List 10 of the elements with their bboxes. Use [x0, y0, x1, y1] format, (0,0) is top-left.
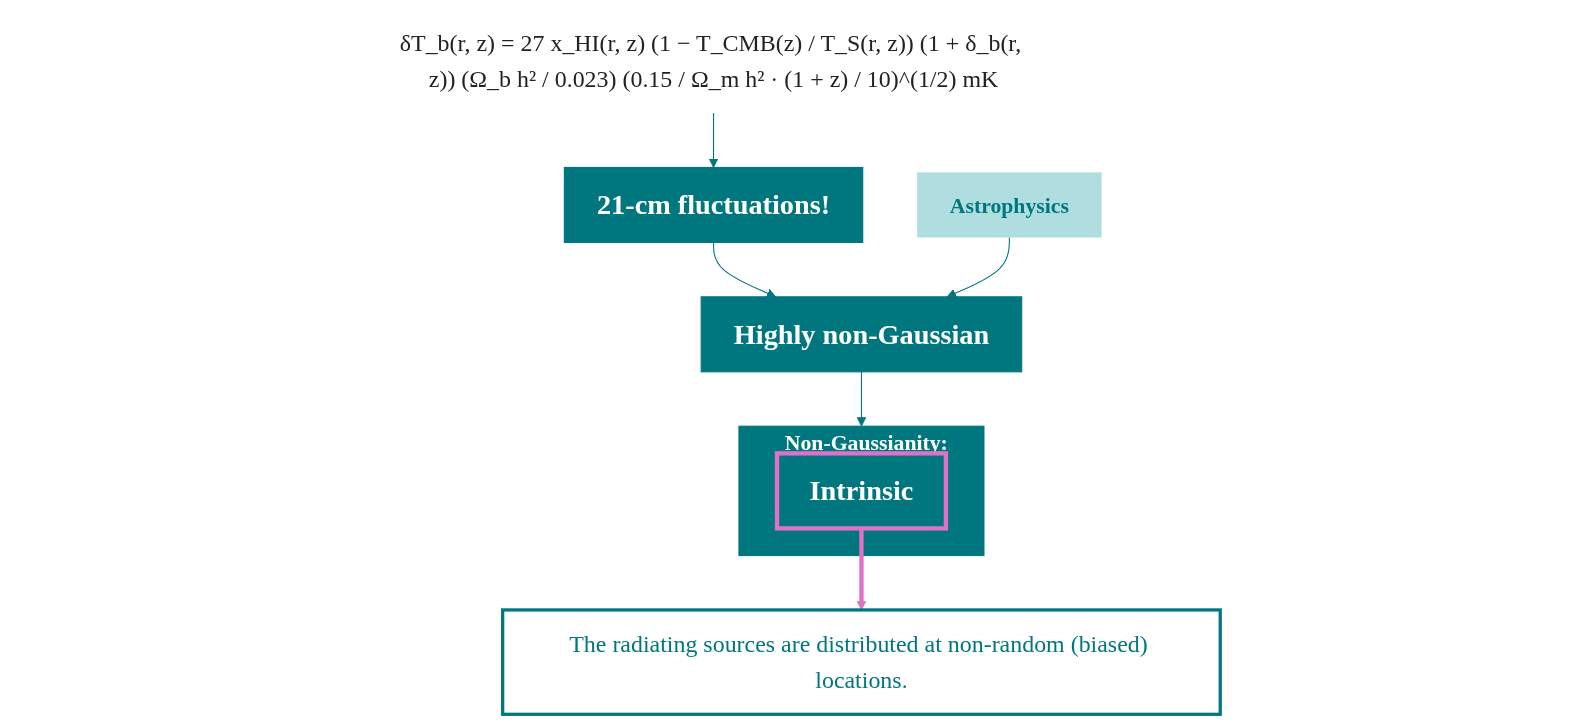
node-box: Astrophysics [917, 172, 1102, 238]
arrow [946, 237, 1010, 298]
arrow [713, 241, 777, 298]
node-text: δT_b(r, z) = 27 x_HI(r, z) (1 − T_CMB(z) / T_S(r, z)) (1 + δ_b(r, z)) (Ω_b h² / 0.023) (0.15 / Ω_m h² · (1 + z) / 10)^(1/2) mK [399, 29, 1022, 93]
node-box: The radiating sources are distributed at non-random (biased) locations. [501, 608, 1222, 716]
arrow [708, 112, 719, 168]
node-box: Intrinsic [774, 451, 949, 531]
node-box: Highly non-Gaussian [700, 296, 1023, 373]
node-box: 21-cm fluctuations! [563, 166, 864, 243]
arrow [856, 371, 867, 427]
